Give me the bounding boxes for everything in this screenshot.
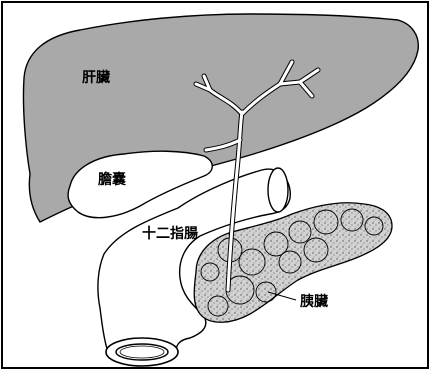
pancreas-label: 胰臟 (300, 293, 328, 310)
duodenum-label: 十二指腸 (142, 225, 198, 242)
liver-label: 肝臟 (82, 69, 110, 86)
gallbladder-label: 膽囊 (98, 171, 127, 188)
duodenum-upper-opening (268, 168, 288, 212)
